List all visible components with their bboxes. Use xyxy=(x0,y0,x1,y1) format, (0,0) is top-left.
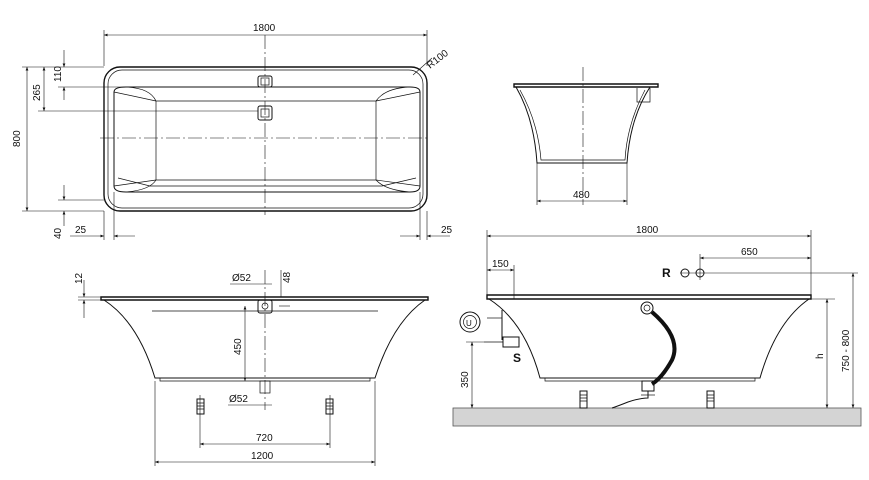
end-view: 480 xyxy=(513,67,659,205)
tub-outer-rim xyxy=(103,66,428,212)
range-height-label: 750 - 800 xyxy=(841,329,852,372)
dim-150-label: 150 xyxy=(492,259,509,270)
foot-right xyxy=(325,395,334,448)
tub-basin-outline xyxy=(113,86,421,193)
u-symbol xyxy=(459,311,481,333)
install-length-label: 1800 xyxy=(636,225,659,236)
install-view: U S 1800 150 650 R 350 h 750 - 800 xyxy=(452,225,862,427)
dim-25-left-label: 25 xyxy=(75,225,87,236)
dim-52-top-label: Ø52 xyxy=(232,273,251,284)
end-view-rim xyxy=(513,83,659,88)
label-s: S xyxy=(513,351,521,365)
label-u: U xyxy=(466,319,472,328)
dim-25-right-label: 25 xyxy=(441,225,453,236)
r-symbol-2 xyxy=(695,268,705,278)
s-box xyxy=(502,336,520,348)
drain-square xyxy=(257,105,273,121)
dim-110-label: 110 xyxy=(53,66,64,82)
front-view: 12 Ø52 48 450 Ø52 720 1200 xyxy=(74,270,429,466)
install-shell xyxy=(488,298,810,379)
dim-40-label: 40 xyxy=(53,227,64,239)
overflow-hose xyxy=(650,310,677,386)
install-rim xyxy=(486,294,812,300)
dim-350-label: 350 xyxy=(460,371,471,388)
end-width-label: 480 xyxy=(573,190,590,201)
dim-52-bottom-label: Ø52 xyxy=(229,394,248,405)
label-r: R xyxy=(662,266,671,280)
label-h: h xyxy=(815,353,826,359)
dim-12-label: 12 xyxy=(74,272,85,284)
front-view-shell xyxy=(103,299,426,379)
install-foot-left xyxy=(579,390,588,409)
tub-inner-rim xyxy=(107,69,424,209)
install-foot-right xyxy=(706,390,715,409)
dim-48-label: 48 xyxy=(282,271,293,283)
dim-650-label: 650 xyxy=(741,247,758,258)
r-symbol-1 xyxy=(680,268,690,278)
front-view-rim xyxy=(100,296,429,301)
radius-label: R100 xyxy=(425,48,451,72)
dim-450-label: 450 xyxy=(233,338,244,355)
dim-720-label: 720 xyxy=(256,433,273,444)
top-view: 1800 R100 800 265 110 40 25 25 xyxy=(12,23,453,240)
install-overflow xyxy=(640,301,654,315)
dim-height-label: 800 xyxy=(12,130,23,147)
overflow-square xyxy=(257,75,273,88)
foot-left xyxy=(196,395,205,448)
front-overflow xyxy=(257,299,273,314)
dim-1200-label: 1200 xyxy=(251,451,274,462)
tub-basin-floor xyxy=(155,100,377,181)
dim-width-label: 1800 xyxy=(253,23,276,34)
floor-slab xyxy=(452,407,862,427)
dim-265-label: 265 xyxy=(32,84,43,101)
